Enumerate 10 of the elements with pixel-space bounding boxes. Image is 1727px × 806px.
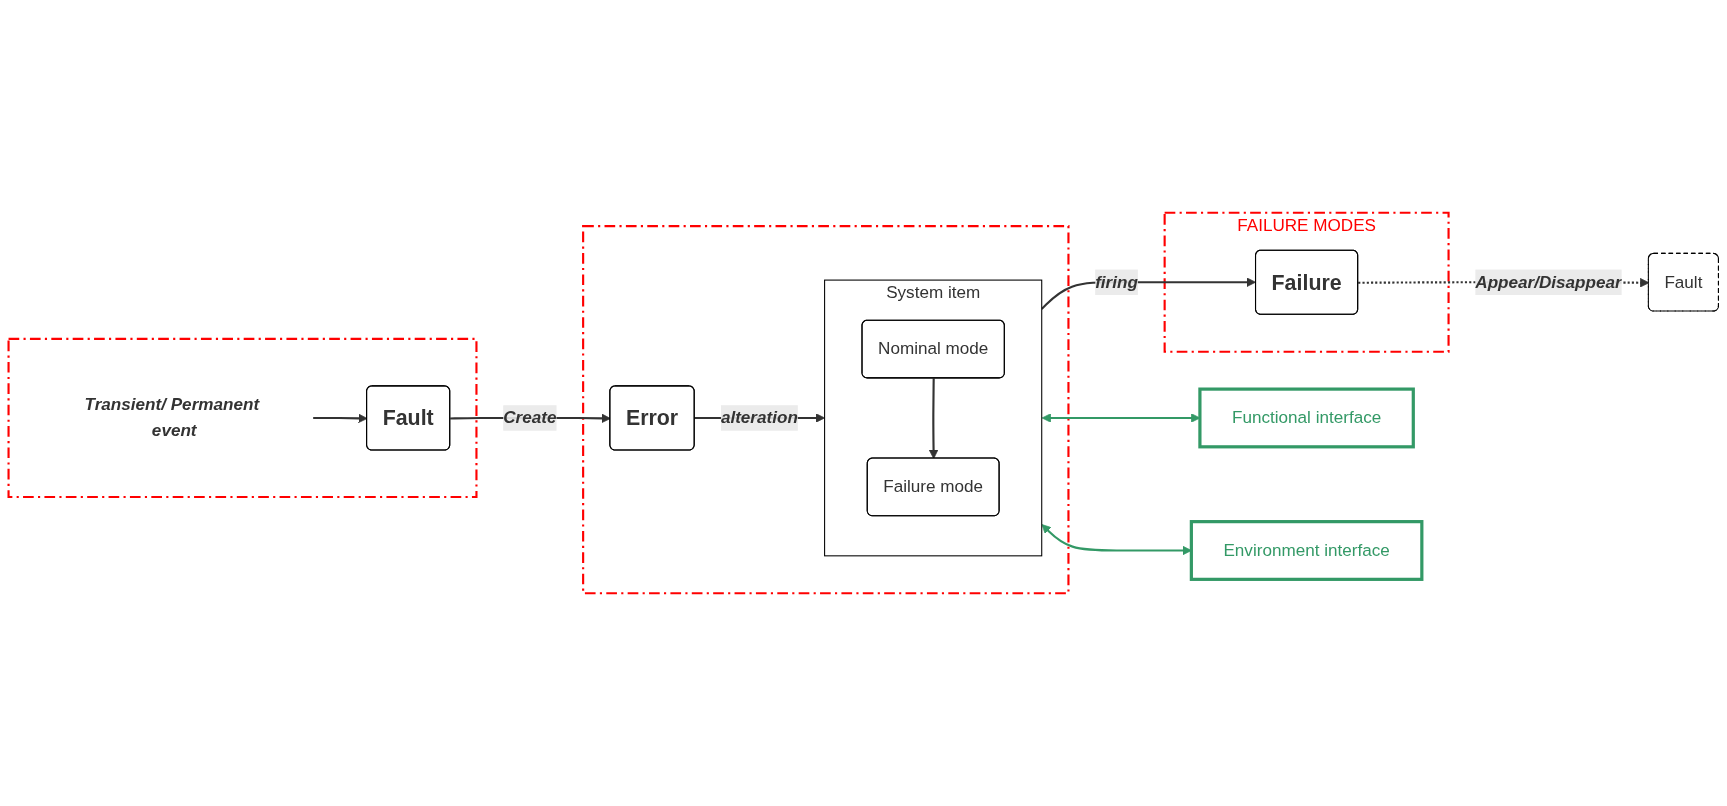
node-text: Transient/ Permanent event: [84, 395, 260, 440]
edge-label: alteration: [720, 408, 798, 427]
edge-label: Create: [503, 408, 557, 427]
cluster: [582, 225, 1070, 595]
arrow: [928, 378, 939, 459]
node-box: Environment interface: [1189, 520, 1424, 581]
edge-label: Appear/Disappear: [1475, 272, 1622, 291]
node-box: Functional interface: [1198, 387, 1415, 449]
edge-label: firing: [1095, 272, 1138, 291]
cluster: [7, 337, 478, 499]
